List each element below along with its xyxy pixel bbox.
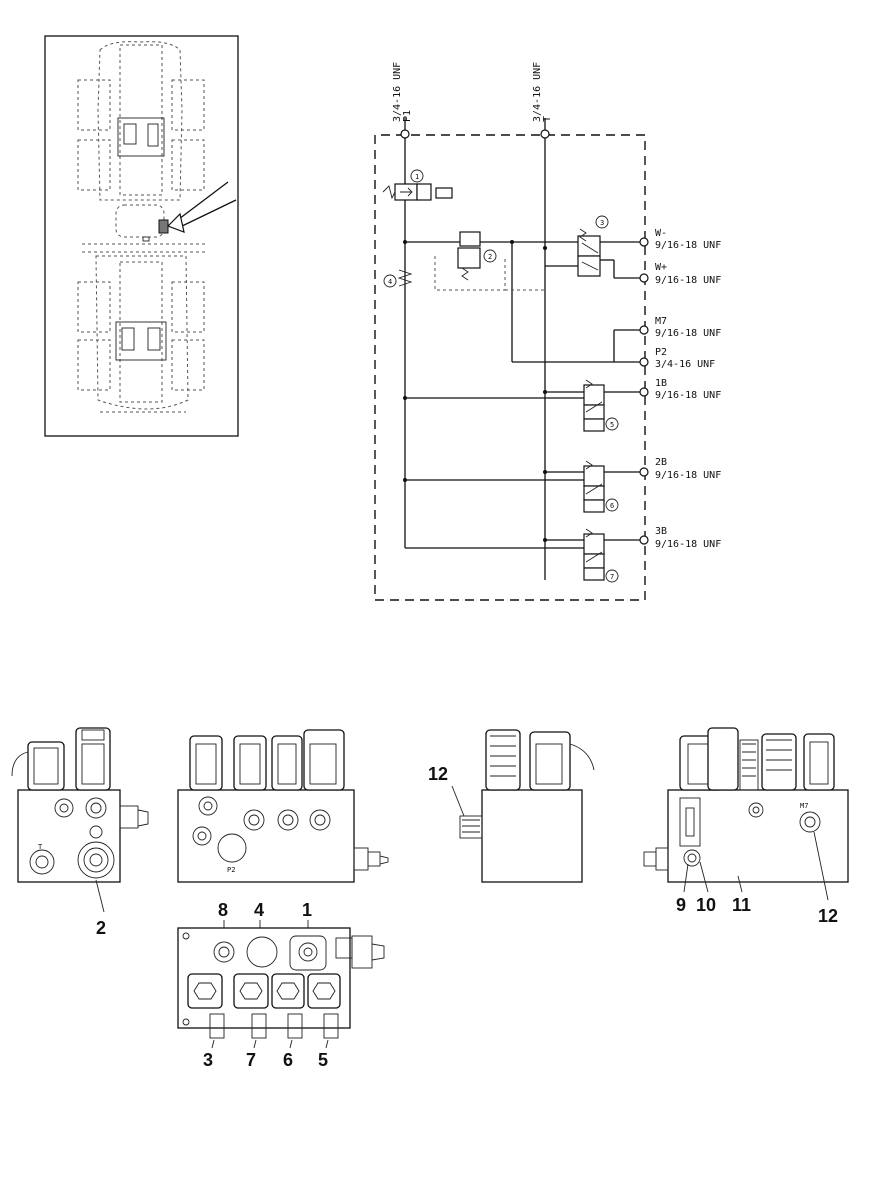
port-2b-label: 2B [655, 457, 667, 468]
port-mark-t: T [38, 843, 43, 851]
port-t-label: T [542, 116, 553, 122]
port-mark-m7: M7 [800, 802, 808, 810]
port-m7-size: 9/16-18 UNF [655, 328, 721, 339]
callout-10: 10 [696, 895, 716, 915]
port-3b-label: 3B [655, 526, 667, 537]
port-3b-size: 9/16-18 UNF [655, 539, 721, 550]
port-w-minus-label: W- [655, 228, 667, 239]
callout-11: 11 [732, 895, 751, 915]
component-number-1: 1 [415, 173, 419, 181]
port-p2-label: P2 [655, 347, 667, 358]
port-p1-label: P1 [402, 110, 413, 122]
vehicle-locator-inset [44, 35, 239, 437]
port-t-size: 3/4-16 UNF [532, 62, 543, 122]
block-view-right-side: 12 [428, 729, 595, 883]
port-w-plus-size: 9/16-18 UNF [655, 275, 721, 286]
callout-9: 9 [676, 895, 686, 915]
component-number-4: 4 [388, 278, 392, 286]
callout-4: 4 [254, 900, 264, 920]
component-number-5: 5 [610, 421, 614, 429]
block-view-left-side: T 2 [11, 727, 149, 938]
block-view-top: 8 4 1 3 7 6 5 [177, 900, 385, 1070]
component-number-6: 6 [610, 502, 614, 510]
hydraulic-schematic: P1 3/4-16 UNF T 3/4-16 UNF 1 4 2 [374, 62, 721, 601]
callout-8: 8 [218, 900, 228, 920]
port-m7-label: M7 [655, 316, 667, 327]
callout-3: 3 [203, 1050, 213, 1070]
component-number-2: 2 [488, 253, 492, 261]
port-p1-size: 3/4-16 UNF [392, 62, 403, 122]
port-mark-p2: P2 [227, 866, 235, 874]
callout-7: 7 [246, 1050, 256, 1070]
callout-2: 2 [96, 918, 106, 938]
port-2b-size: 9/16-18 UNF [655, 470, 721, 481]
callout-12-right: 12 [818, 906, 838, 926]
callout-12-left: 12 [428, 764, 448, 784]
component-number-3: 3 [600, 219, 604, 227]
port-w-minus-size: 9/16-18 UNF [655, 240, 721, 251]
callout-6: 6 [283, 1050, 293, 1070]
port-1b-size: 9/16-18 UNF [655, 390, 721, 401]
callout-1: 1 [302, 900, 312, 920]
port-1b-label: 1B [655, 378, 667, 389]
block-view-rear: M7 9 10 11 12 [643, 727, 849, 926]
component-number-7: 7 [610, 573, 614, 581]
port-w-plus-label: W+ [655, 262, 667, 273]
port-p2-size: 3/4-16 UNF [655, 359, 715, 370]
block-view-front: P2 [177, 729, 389, 883]
callout-5: 5 [318, 1050, 328, 1070]
